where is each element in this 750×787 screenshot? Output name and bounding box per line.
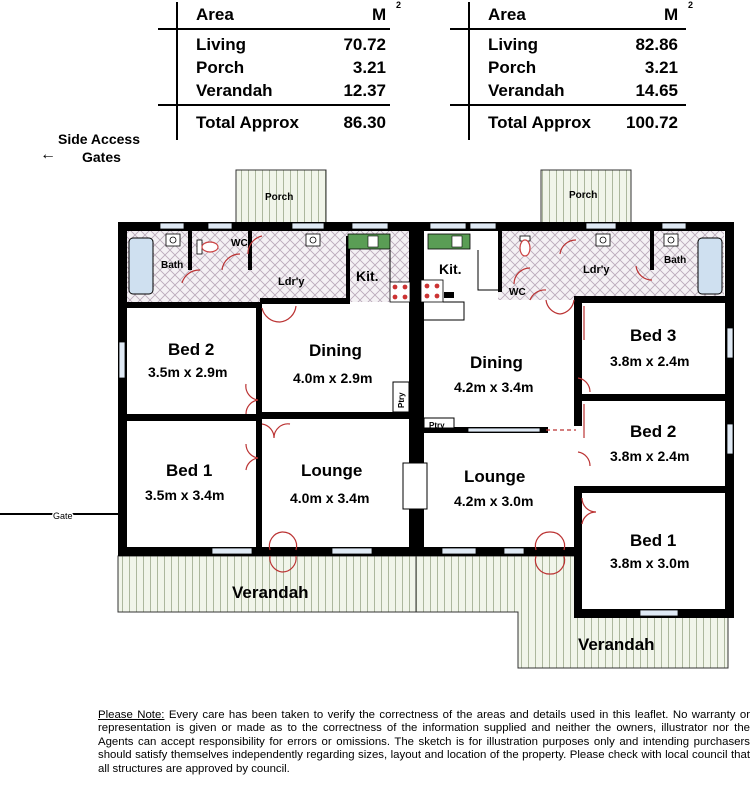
right-bathtub [697, 237, 723, 295]
table-header-unit: M [372, 5, 387, 24]
right-unit-labels: Porch Kit. WC Ldr'y Bath Dining 4.2m x 3… [429, 190, 689, 654]
left-bath-label: Bath [161, 260, 183, 271]
right-wet-area-floor [498, 230, 724, 300]
area-table-right: Area M 2 Living 82.86 Porch 3.21 Veranda… [450, 0, 694, 142]
disclaimer-text: Every care has been taken to verify the … [98, 709, 750, 775]
right-toilet [519, 235, 531, 257]
side-access-line1: Side Access [58, 131, 140, 147]
table-row-label: Living [196, 35, 247, 54]
left-porch [235, 169, 327, 227]
right-verandah-label: Verandah [578, 635, 655, 654]
left-lounge-size: 4.0m x 3.4m [290, 490, 369, 506]
left-unit-walls [118, 222, 418, 556]
right-lounge-name: Lounge [464, 467, 525, 486]
left-dining-size: 4.0m x 2.9m [293, 370, 372, 386]
left-verandah-label: Verandah [232, 583, 309, 602]
left-dining-name: Dining [309, 341, 362, 360]
table-row-value: 82.86 [635, 35, 678, 54]
table-row-value: 14.65 [635, 81, 678, 100]
kitchen-sinks [347, 233, 471, 250]
left-bed2-size: 3.5m x 2.9m [148, 364, 227, 380]
left-bed2-name: Bed 2 [168, 340, 214, 359]
right-bed1-size: 3.8m x 3.0m [610, 555, 689, 571]
left-unit-labels: Porch Bath WC Ldr'y Kit. Bed 2 3.5m x 2.… [145, 192, 406, 602]
left-bed1-size: 3.5m x 3.4m [145, 487, 224, 503]
left-toilet [196, 239, 219, 255]
right-dining-size: 4.2m x 3.4m [454, 379, 533, 395]
right-dining-name: Dining [470, 353, 523, 372]
left-lounge-name: Lounge [301, 461, 362, 480]
left-kitchen-label: Kit. [356, 268, 379, 284]
table-row-label: Porch [488, 58, 537, 77]
right-lounge-size: 4.2m x 3.0m [454, 493, 533, 509]
windows [118, 222, 734, 617]
left-bathtub [128, 237, 154, 295]
table-row-label: Porch [196, 58, 245, 77]
right-bed2-name: Bed 2 [630, 422, 676, 441]
table-header-unit-sup: 2 [688, 0, 694, 10]
right-bed2-size: 3.8m x 2.4m [610, 448, 689, 464]
stoves [389, 279, 444, 303]
right-porch-label: Porch [569, 190, 597, 201]
right-pantry-box [423, 417, 455, 429]
table-row-value: 3.21 [644, 58, 678, 77]
floor-plan: ← Side Access Gates Gate [0, 131, 734, 669]
table-divider-vertical [176, 2, 178, 140]
gate-label: Gate [53, 511, 73, 521]
table-divider-vertical [468, 2, 470, 140]
table-divider-top [158, 28, 390, 30]
table-row-value: 12.37 [343, 81, 386, 100]
left-porch-label: Porch [265, 192, 293, 203]
right-kitchen-label: Kit. [439, 261, 462, 277]
door-swings [181, 235, 653, 575]
right-pantry-label: Ptry [429, 421, 445, 430]
area-table-left: Area M 2 Living 70.72 Porch 3.21 Veranda… [158, 0, 401, 142]
disclaimer-heading: Please Note: [98, 709, 165, 721]
table-divider-total [158, 104, 390, 106]
table-total-value: 86.30 [343, 113, 386, 132]
table-header-unit-sup: 2 [396, 0, 402, 10]
table-row-label: Living [488, 35, 539, 54]
right-bed3-name: Bed 3 [630, 326, 676, 345]
right-bed3-size: 3.8m x 2.4m [610, 353, 689, 369]
table-row-label: Verandah [196, 81, 273, 100]
right-bed1-name: Bed 1 [630, 531, 676, 550]
table-header-unit: M [664, 5, 679, 24]
table-divider-top [450, 28, 686, 30]
table-header-area: Area [488, 5, 526, 24]
table-total-label: Total Approx [196, 113, 299, 132]
table-total-value: 100.72 [626, 113, 678, 132]
basins [165, 233, 679, 247]
table-total-label: Total Approx [488, 113, 591, 132]
kitchen-benches [389, 250, 498, 321]
left-wc-label: WC [231, 238, 248, 249]
left-pantry-label: Ptry [397, 392, 406, 408]
left-pantry-box [392, 381, 410, 413]
left-verandah [117, 555, 417, 613]
table-row-value: 3.21 [352, 58, 386, 77]
left-laundry-label: Ldr'y [278, 276, 305, 288]
table-row-label: Verandah [488, 81, 565, 100]
disclaimer-note: Please Note: Every care has been taken t… [98, 709, 750, 776]
right-porch [540, 169, 632, 227]
side-access-label: ← Side Access Gates [40, 131, 140, 165]
right-bath-label: Bath [664, 255, 686, 266]
fireplace [402, 462, 428, 510]
side-access-line2: Gates [82, 149, 121, 165]
right-wc-label: WC [509, 287, 526, 298]
side-access-arrow: ← [40, 146, 56, 163]
table-header-area: Area [196, 5, 234, 24]
right-laundry-label: Ldr'y [583, 264, 610, 276]
left-bed1-name: Bed 1 [166, 461, 212, 480]
table-divider-total [450, 104, 686, 106]
table-row-value: 70.72 [343, 35, 386, 54]
